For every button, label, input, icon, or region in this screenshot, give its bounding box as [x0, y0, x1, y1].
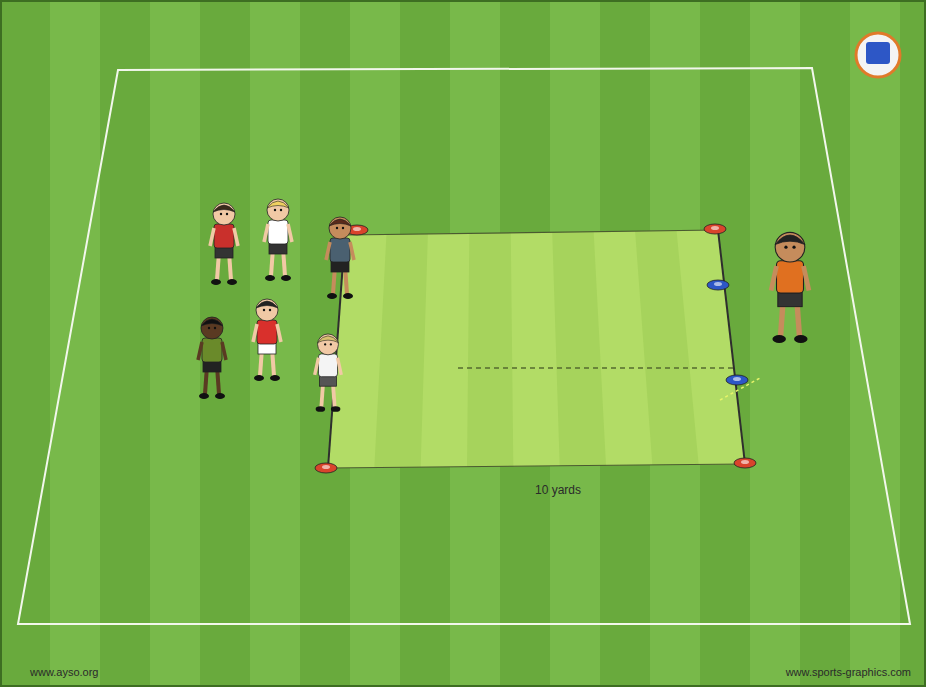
- grass-stripe: [250, 0, 300, 687]
- grass-stripe: [750, 0, 800, 687]
- grid-line: [718, 230, 745, 464]
- logo-badge: [856, 33, 900, 77]
- watermark: www.ayso.org: [30, 666, 98, 678]
- cones: [315, 224, 756, 473]
- dimension-label: 10 yards: [535, 483, 581, 497]
- watermark: www.sports-graphics.com: [786, 666, 911, 678]
- grid-area: [328, 230, 745, 468]
- coach: [771, 232, 809, 343]
- cone: [315, 463, 337, 473]
- grass-stripe: [200, 0, 250, 687]
- player: [326, 217, 354, 299]
- cone: [704, 224, 726, 234]
- cone: [734, 458, 756, 468]
- player: [253, 299, 281, 381]
- player: [264, 199, 292, 281]
- run-path: [458, 367, 735, 369]
- grass-stripe: [150, 0, 200, 687]
- drill-grid: [328, 230, 745, 468]
- grid-line: [345, 230, 718, 235]
- grid-stripe: [677, 230, 745, 464]
- grass-stripe: [800, 0, 850, 687]
- grid-stripe: [511, 232, 560, 466]
- grid-stripe: [328, 234, 386, 468]
- player: [210, 203, 238, 285]
- cone: [707, 280, 729, 290]
- grass-stripe: [100, 0, 150, 687]
- grid-stripe: [421, 233, 470, 467]
- grid-line: [328, 464, 745, 468]
- field-outline: [18, 68, 910, 624]
- player: [198, 317, 226, 399]
- grass-stripe: [850, 0, 900, 687]
- goalkeeper: [315, 334, 342, 412]
- cone: [726, 375, 748, 385]
- grass-stripe: [50, 0, 100, 687]
- grid-stripe: [594, 231, 653, 465]
